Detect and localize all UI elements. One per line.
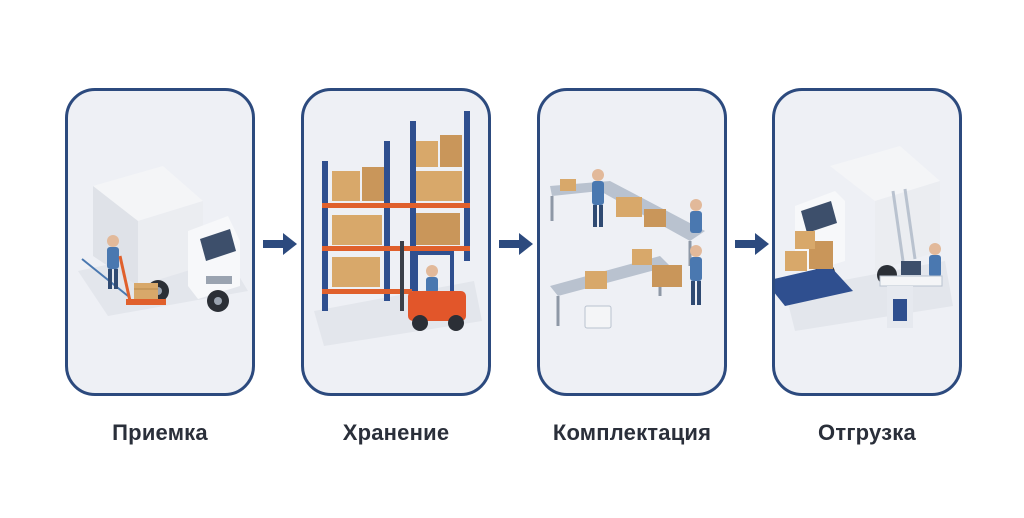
arrow-right-icon	[263, 233, 297, 255]
arrow-right-icon	[499, 233, 533, 255]
stage-label-receiving: Приемка	[112, 420, 208, 445]
stage-storage-panel	[301, 88, 491, 396]
stage-shipping-panel	[772, 88, 962, 396]
stage-label-storage: Хранение	[342, 420, 450, 445]
stage-label-picking: Комплектация	[552, 420, 712, 445]
truck-receiving-icon	[78, 166, 248, 316]
conveyor-picking-icon	[550, 169, 705, 329]
stage-picking-panel	[537, 88, 727, 396]
arrow-right-icon	[735, 233, 769, 255]
stage-receiving-panel	[65, 88, 255, 396]
warehouse-rack-forklift-icon	[314, 111, 482, 346]
stage-label-shipping: Отгрузка	[818, 420, 916, 445]
truck-loading-icon	[775, 146, 953, 331]
